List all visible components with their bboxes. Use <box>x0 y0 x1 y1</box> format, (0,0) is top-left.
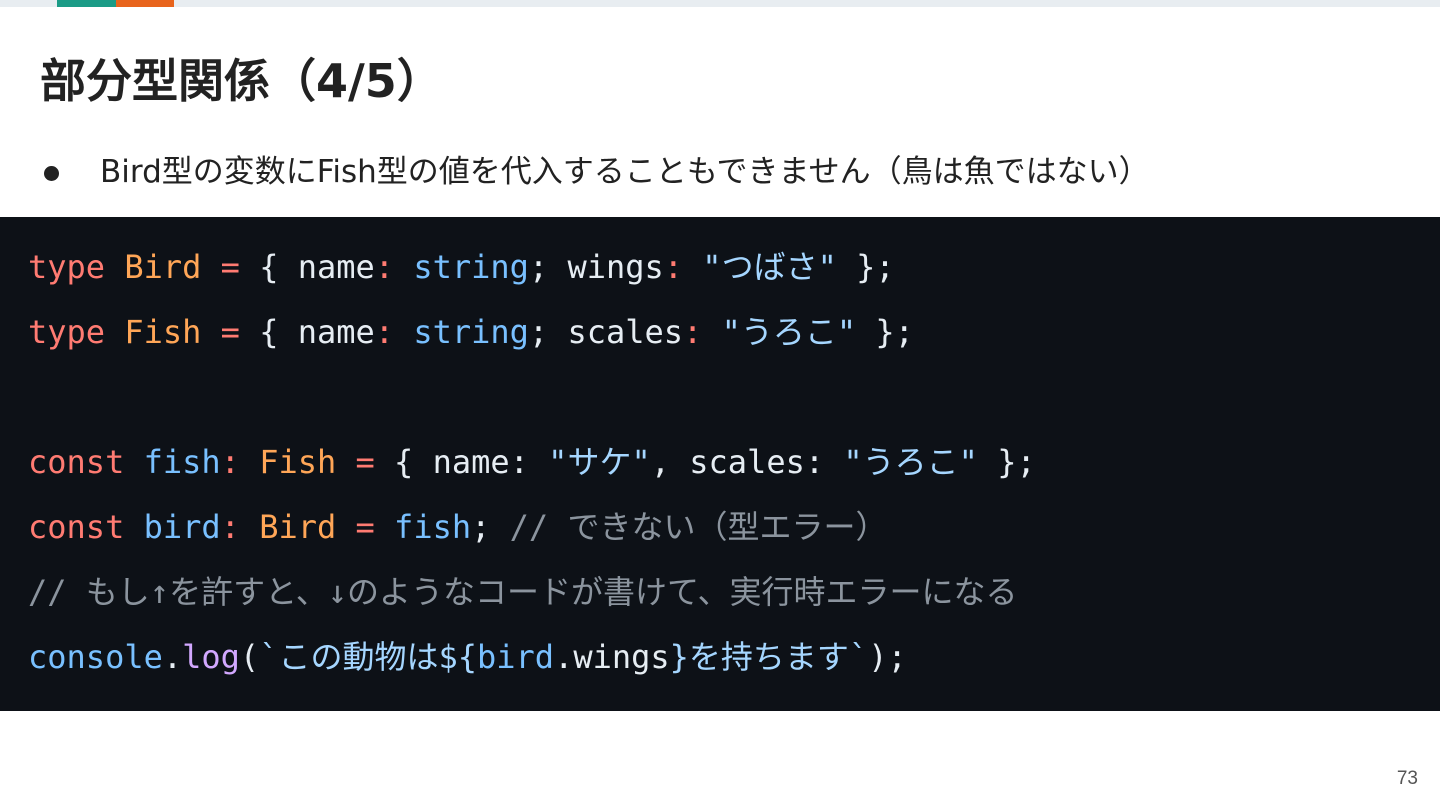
code-line: const bird: Bird = fish; // できない（型エラー） <box>28 502 887 552</box>
code-token <box>124 508 143 546</box>
code-line: type Fish = { name: string; scales: "うろこ… <box>28 307 914 357</box>
code-token: "つばさ" <box>702 248 837 286</box>
code-token: string <box>413 313 529 351</box>
code-token: console <box>28 638 163 676</box>
code-token: }を持ちます` <box>669 638 869 676</box>
code-token: bird <box>143 508 221 546</box>
code-token: : <box>663 248 684 286</box>
code-token: }; <box>856 313 914 351</box>
code-token: : <box>220 443 240 481</box>
code-token <box>124 443 143 481</box>
code-line: // もし↑を許すと、↓のようなコードが書けて、実行時エラーになる <box>28 567 1017 617</box>
code-token: .wings <box>554 638 670 676</box>
code-token: // もし↑を許すと、↓のようなコードが書けて、実行時エラーになる <box>28 573 1018 611</box>
code-token: Bird <box>259 508 337 546</box>
code-token: `この動物は${ <box>259 638 477 676</box>
code-line: type Bird = { name: string; wings: "つばさ"… <box>28 242 895 292</box>
bullet-text: Bird型の変数にFish型の値を代入することもできません（鳥は魚ではない） <box>100 154 1150 190</box>
code-token: { name <box>239 248 375 286</box>
code-token: Fish <box>259 443 337 481</box>
accent-teal-segment <box>57 0 116 7</box>
code-token: Bird <box>124 248 202 286</box>
code-token: { name: <box>374 443 549 481</box>
code-block: type Bird = { name: string; wings: "つばさ"… <box>0 217 1440 711</box>
code-token: const <box>28 443 125 481</box>
code-token: ; wings <box>528 248 664 286</box>
code-token: = <box>355 508 375 546</box>
bullet-dot-icon <box>44 166 59 181</box>
code-token: : <box>683 313 703 351</box>
code-token: log <box>182 638 240 676</box>
code-token: { name <box>239 313 375 351</box>
code-token: "うろこ" <box>843 443 978 481</box>
code-token: "サケ" <box>548 443 651 481</box>
code-token <box>336 443 355 481</box>
code-token <box>336 508 355 546</box>
code-line: console.log(`この動物は${bird.wings}を持ちます`); <box>28 632 907 682</box>
code-token <box>105 313 124 351</box>
slide-title: 部分型関係（4/5） <box>40 54 443 108</box>
code-token: type <box>28 248 106 286</box>
top-accent-bar <box>0 0 1440 7</box>
code-token: : <box>374 313 395 351</box>
code-line: const fish: Fish = { name: "サケ", scales:… <box>28 437 1036 487</box>
code-token: type <box>28 313 106 351</box>
code-token: , scales: <box>650 443 844 481</box>
code-token: fish <box>143 443 221 481</box>
code-token: ; scales <box>528 313 684 351</box>
code-token: = <box>220 313 240 351</box>
code-token: }; <box>836 248 895 286</box>
accent-orange-segment <box>116 0 174 7</box>
code-token <box>394 313 413 351</box>
page-number: 73 <box>1396 768 1418 789</box>
code-token <box>201 313 220 351</box>
code-token: string <box>413 248 529 286</box>
code-token <box>201 248 220 286</box>
code-token: Fish <box>124 313 202 351</box>
code-token: const <box>28 508 125 546</box>
code-token: fish <box>394 508 472 546</box>
code-token <box>375 508 394 546</box>
code-token <box>240 443 259 481</box>
code-token <box>683 248 702 286</box>
code-token: ; <box>471 508 510 546</box>
code-token: "うろこ" <box>721 313 857 351</box>
code-token <box>240 508 259 546</box>
code-token: = <box>355 443 375 481</box>
code-token: ); <box>868 638 907 676</box>
code-token: ( <box>239 638 260 676</box>
code-token <box>394 248 413 286</box>
code-token: bird <box>477 638 555 676</box>
code-token: : <box>374 248 395 286</box>
code-token <box>105 248 124 286</box>
code-token <box>702 313 721 351</box>
code-token: : <box>220 508 240 546</box>
code-token: // できない（型エラー） <box>509 508 888 546</box>
code-token: . <box>162 638 183 676</box>
code-token: }; <box>977 443 1036 481</box>
code-token: = <box>220 248 240 286</box>
